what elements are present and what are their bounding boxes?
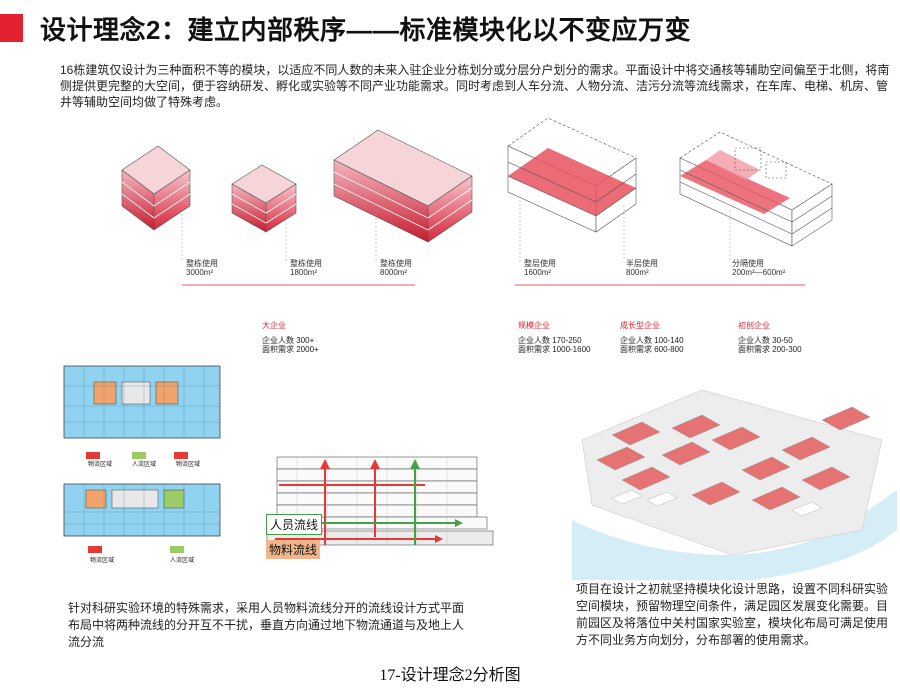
- goods-flow-label: 物料流线: [266, 540, 321, 559]
- module-4-diagram: [507, 117, 637, 233]
- module-1-diagram: [121, 145, 191, 231]
- module-diagrams: [121, 117, 833, 286]
- plan-bottom-label-1: 物流区域: [90, 558, 115, 564]
- figure-caption: 17-设计理念2分析图: [379, 667, 521, 684]
- floor-plan-bottom: [63, 483, 221, 553]
- floor-plan-top: [63, 365, 221, 459]
- category-large: 大企业 企业人数 300+ 面积需求 2000+: [262, 321, 319, 354]
- module-3-diagram: [333, 129, 473, 243]
- module-2-diagram: [231, 164, 297, 233]
- people-flow-label: 人员流线: [266, 514, 323, 535]
- category-startup: 初创企业 企业人数 30-50 面积需求 200-300: [738, 321, 802, 354]
- plan-bottom-label-2: 人流区域: [170, 558, 195, 564]
- module-5-diagram: [679, 131, 833, 247]
- floor-plans: [63, 365, 221, 553]
- section-diagram: [266, 456, 494, 546]
- plan-top-label-2: 人流区域: [132, 462, 157, 468]
- intro-paragraph: 16栋建筑仅设计为三种面积不等的模块，以适应不同人数的未来入驻企业分栋划分或分层…: [60, 63, 890, 109]
- plan-top-label-1: 物流区域: [88, 462, 113, 468]
- module-description: 项目在设计之初就坚持模块化设计思路，设置不同科研实验空间模块，预留物理空间条件，…: [576, 582, 889, 647]
- flow-description: 针对科研实验环境的特殊需求，采用人员物料流线分开的流线设计方式平面布局中将两种流…: [68, 601, 465, 649]
- site-axonometric: [552, 380, 897, 580]
- category-scale: 规模企业 企业人数 170-250 面积需求 1000-1600: [518, 321, 591, 354]
- category-growth: 成长型企业 企业人数 100-140 面积需求 600-800: [620, 321, 684, 354]
- page-title: 设计理念2：建立内部秩序——标准模块化以不变应万变: [40, 15, 691, 45]
- plan-top-label-3: 物流区域: [176, 462, 201, 468]
- title-accent-bar: [0, 14, 23, 42]
